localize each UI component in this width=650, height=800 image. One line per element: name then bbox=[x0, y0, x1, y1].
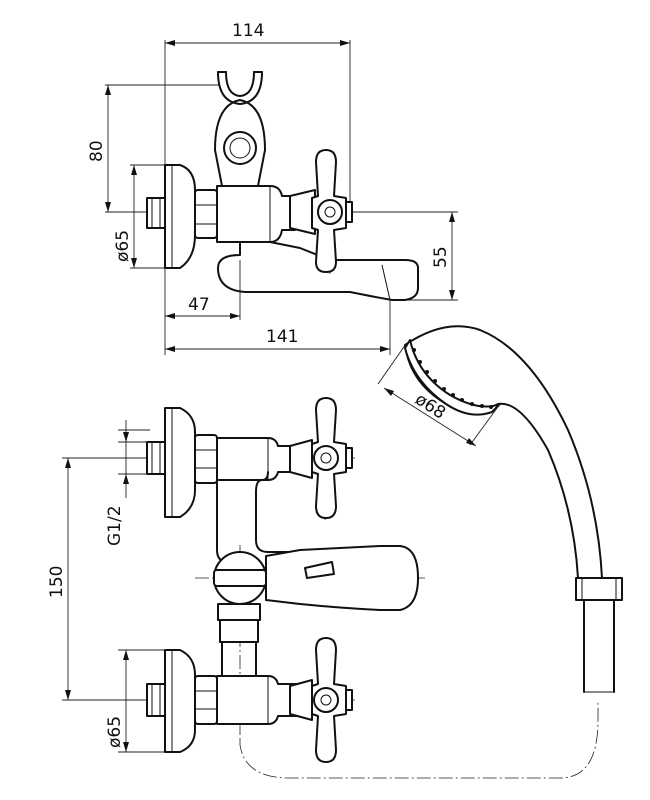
shower-nozzles bbox=[412, 348, 493, 409]
shower-hose bbox=[583, 599, 615, 693]
handle-stem-top bbox=[289, 189, 316, 235]
hex-nut-top bbox=[194, 189, 218, 239]
hand-shower: ø68 bbox=[377, 325, 623, 693]
thread-stub-top bbox=[146, 197, 166, 229]
top-view-faucet bbox=[105, 40, 458, 355]
dim-150-label: 150 bbox=[47, 566, 67, 598]
dim-80-label: 80 bbox=[87, 140, 107, 162]
wall-flange-top bbox=[164, 164, 196, 269]
dim-47-label: 47 bbox=[188, 295, 210, 315]
hose-connector bbox=[575, 577, 623, 601]
lower-body bbox=[217, 603, 261, 621]
hose-path bbox=[239, 700, 599, 779]
handle-stem-lower bbox=[289, 679, 313, 721]
dim-114-label: 114 bbox=[232, 21, 264, 41]
handle-stem-upper bbox=[289, 439, 313, 479]
spout-front bbox=[265, 545, 419, 611]
dim-141-label: 141 bbox=[266, 327, 298, 347]
dim-55-label: 55 bbox=[431, 246, 451, 268]
wall-flange-lower bbox=[164, 649, 196, 753]
bottom-dimensions: 150 G1/2 ø65 bbox=[47, 420, 150, 752]
wall-flange-upper bbox=[164, 407, 196, 518]
vertical-body bbox=[216, 479, 301, 563]
upper-arm bbox=[216, 437, 301, 481]
shower-handle bbox=[404, 325, 603, 579]
spout-top bbox=[217, 241, 419, 301]
dim-d65-bottom-label: ø65 bbox=[105, 716, 125, 748]
dim-thread-label: G1/2 bbox=[105, 505, 125, 546]
top-dimensions: 114 80 ø65 55 47 141 bbox=[87, 21, 455, 352]
mixer-body-top bbox=[216, 185, 296, 243]
lower-arm bbox=[216, 675, 301, 725]
bottom-view-faucet bbox=[62, 397, 599, 779]
holder-hook-top bbox=[217, 71, 263, 105]
dim-d65-top-label: ø65 bbox=[113, 230, 133, 262]
